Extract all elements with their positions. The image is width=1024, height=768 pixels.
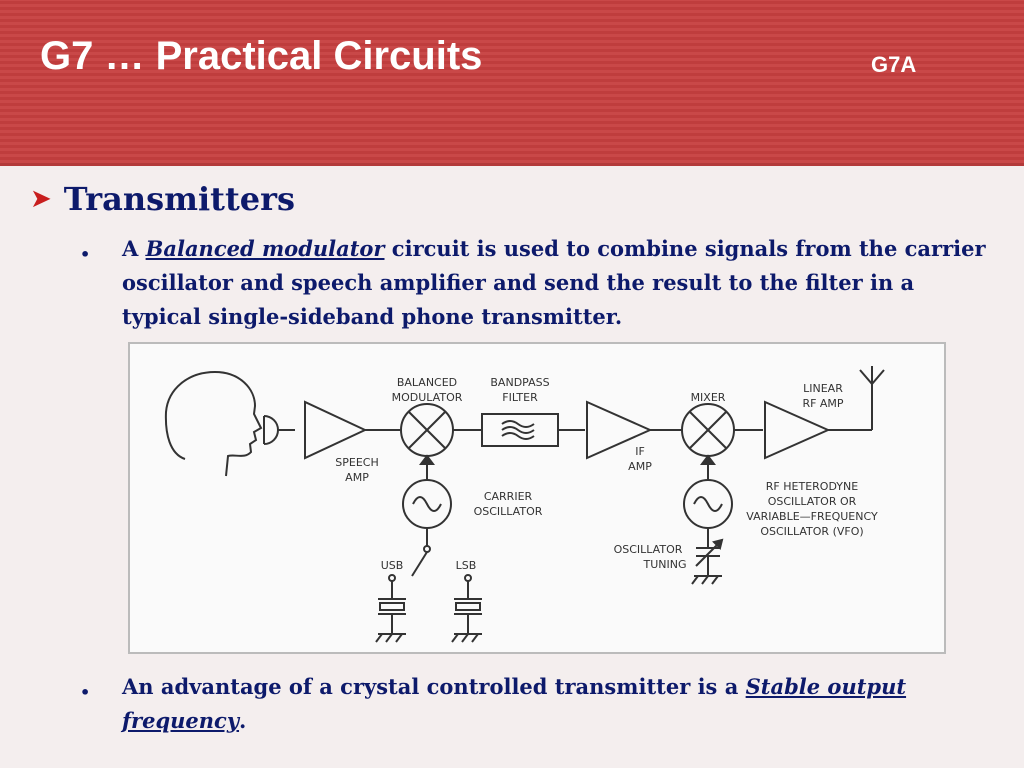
block-diagram-svg: BALANCED MODULATOR BANDPASS FILTER MIXER… [164,366,885,643]
linear-rf-amp-icon [764,400,831,460]
label-if: IF [635,445,645,458]
label-if-amp: AMP [628,460,652,473]
label-rf-heterodyne: RF HETERODYNE [766,480,858,493]
bullet-text-before: An advantage of a crystal controlled tra… [122,674,746,699]
label-speech: SPEECH [335,456,378,469]
label-speech-amp: AMP [345,471,369,484]
label-filter: FILTER [502,391,538,404]
bullet-text-after: . [239,708,247,733]
bullet-dot-icon: • [80,245,91,264]
title-banner: G7 … Practical Circuits G7A [0,0,1024,166]
bullet-text: A Balanced modulator circuit is used to … [122,232,1000,334]
label-balanced: BALANCED [397,376,457,389]
slide-title: G7 … Practical Circuits [40,34,483,78]
label-variable-frequency: VARIABLE—FREQUENCY [746,510,878,523]
bullet-dot-icon: • [80,683,91,702]
label-oscillator: OSCILLATOR [474,505,543,518]
bullet-balanced-modulator: • A Balanced modulator circuit is used t… [80,232,1000,334]
bandpass-filter-icon [481,413,559,447]
usb-crystal-icon [379,602,405,611]
label-linear: LINEAR [803,382,843,395]
bullet-crystal-controlled: • An advantage of a crystal controlled t… [80,670,1000,738]
label-oscillator-tuning-2: TUNING [643,558,687,571]
label-mixer: MIXER [691,391,726,404]
label-usb: USB [381,559,404,572]
label-modulator: MODULATOR [392,391,463,404]
ssb-transmitter-diagram: BALANCED MODULATOR BANDPASS FILTER MIXER… [128,342,946,654]
label-oscillator-or: OSCILLATOR OR [768,495,857,508]
label-bandpass: BANDPASS [490,376,549,389]
lsb-crystal-icon [455,602,481,611]
bullet-text-after: circuit is used to combine signals from … [122,236,986,329]
microphone-icon [263,415,279,445]
key-term: Balanced modulator [145,236,385,261]
label-carrier: CARRIER [484,490,533,503]
section-heading-row: ➤ Transmitters [30,180,295,218]
key-term: Stable output frequency [122,674,907,733]
label-rf-amp: RF AMP [802,397,843,410]
bullet-text: An advantage of a crystal controlled tra… [122,670,1000,738]
label-lsb: LSB [456,559,477,572]
section-code: G7A [871,52,917,77]
section-heading: Transmitters [63,180,295,218]
head-icon [164,370,263,477]
speech-amp-icon [304,400,368,460]
bullet-text-before: A [122,236,146,261]
usb-lsb-switch-icon [411,551,428,577]
if-amp-icon [586,400,653,460]
label-oscillator-tuning-1: OSCILLATOR [614,543,683,556]
arrow-bullet-icon: ➤ [30,184,52,214]
label-oscillator-vfo: OSCILLATOR (VFO) [760,525,863,538]
